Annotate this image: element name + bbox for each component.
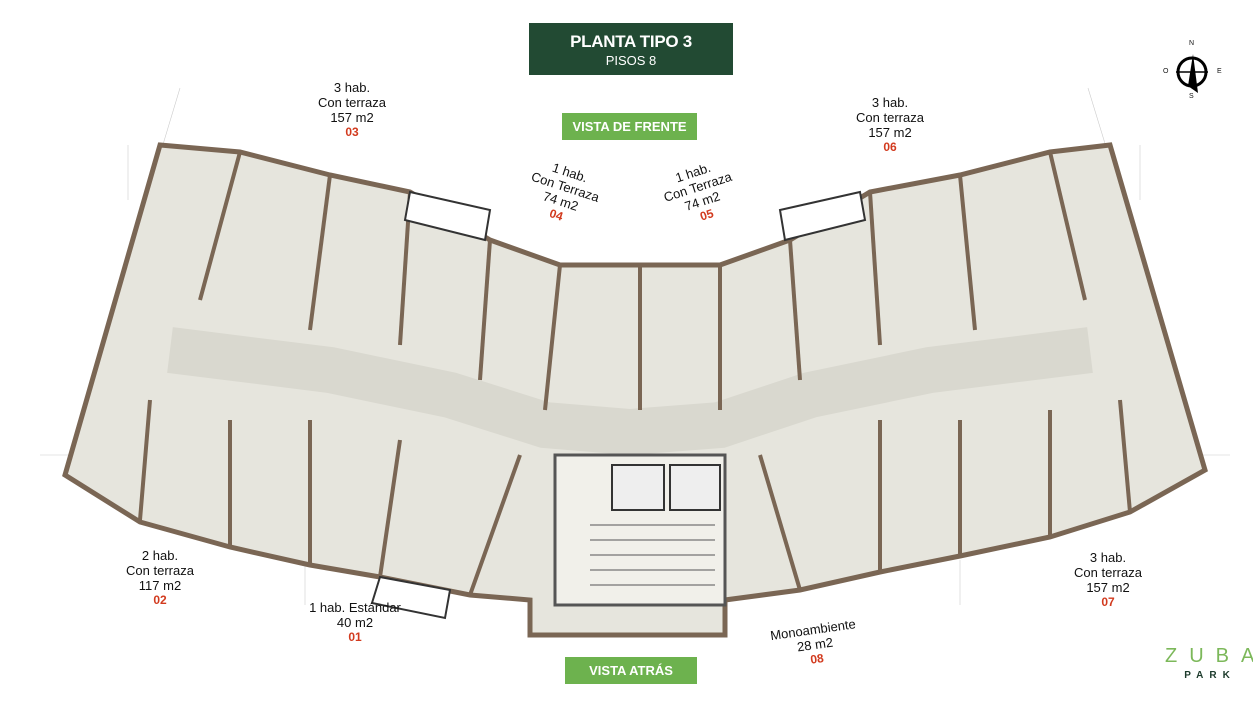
balconies [370, 190, 867, 620]
page-subtitle: PISOS 8 [605, 53, 657, 68]
corridor [167, 327, 1093, 456]
elevator-1 [611, 464, 665, 511]
interior-walls [138, 151, 1132, 596]
elevator-2 [669, 464, 721, 511]
stairs [590, 524, 715, 586]
logo: ZUBA PARK [1165, 645, 1253, 681]
page-title: PLANTA TIPO 3 [570, 32, 692, 51]
compass-icon: N S O E [1163, 40, 1222, 100]
title-box: PLANTA TIPO 3 PISOS 8 [529, 23, 733, 75]
vista-frente-button[interactable]: VISTA DE FRENTE [562, 113, 697, 140]
vista-atras-button[interactable]: VISTA ATRÁS [565, 657, 697, 684]
